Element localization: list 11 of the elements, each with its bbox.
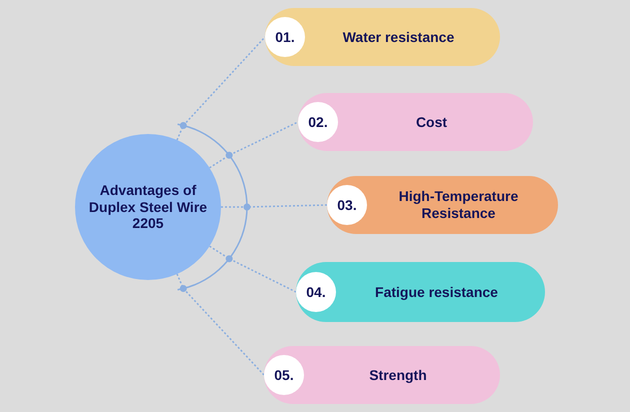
number-badge: 05. bbox=[264, 355, 304, 395]
advantage-label: Water resistance bbox=[342, 28, 454, 46]
number-badge: 04. bbox=[296, 272, 336, 312]
advantage-label: Fatigue resistance bbox=[375, 284, 498, 300]
number-badge: 03. bbox=[327, 185, 367, 225]
number-badge: 01. bbox=[265, 17, 305, 57]
advantage-label: High-Temperature Resistance bbox=[398, 188, 520, 222]
number-badge: 02. bbox=[298, 102, 338, 142]
advantage-label: Cost bbox=[416, 114, 448, 130]
advantage-label: Strength bbox=[369, 366, 427, 384]
topic-title: Advantages of Duplex Steel Wire 2205 bbox=[88, 182, 208, 232]
